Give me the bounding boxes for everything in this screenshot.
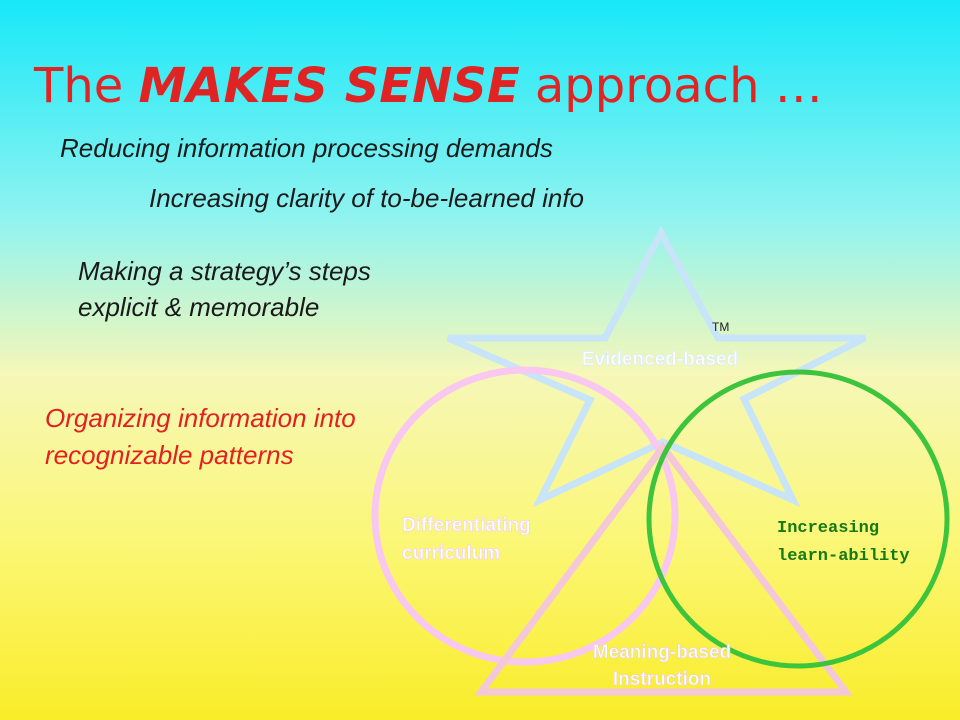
right-circle-label-line1: Increasing xyxy=(777,519,879,538)
title-suffix: approach … xyxy=(519,58,823,114)
trademark-label: TM xyxy=(712,320,729,334)
triangle-label-line1: Meaning-based xyxy=(593,642,731,663)
left-circle-label-line1: Differentiating xyxy=(402,515,531,536)
point-increasing-clarity: Increasing clarity of to-be-learned info xyxy=(149,183,585,213)
point-explicit-steps: Making a strategy’s steps explicit & mem… xyxy=(78,256,371,322)
star-label: Evidenced-based xyxy=(582,349,738,370)
title-emphasis: MAKES SENSE xyxy=(138,58,520,114)
left-circle-shape xyxy=(371,366,679,666)
left-circle-label-line2: curriculum xyxy=(402,543,500,564)
point-reducing-demands: Reducing information processing demands xyxy=(60,133,553,163)
point-organizing-patterns: Organizing information into recognizable… xyxy=(45,403,356,470)
right-circle-label-line2: learn-ability xyxy=(777,547,910,566)
title-prefix: The xyxy=(34,58,139,114)
right-circle-shape xyxy=(646,369,950,669)
triangle-label-line2: Instruction xyxy=(613,669,711,690)
triangle-shape xyxy=(474,441,853,696)
slide-title: The MAKES SENSE approach … xyxy=(34,58,823,114)
